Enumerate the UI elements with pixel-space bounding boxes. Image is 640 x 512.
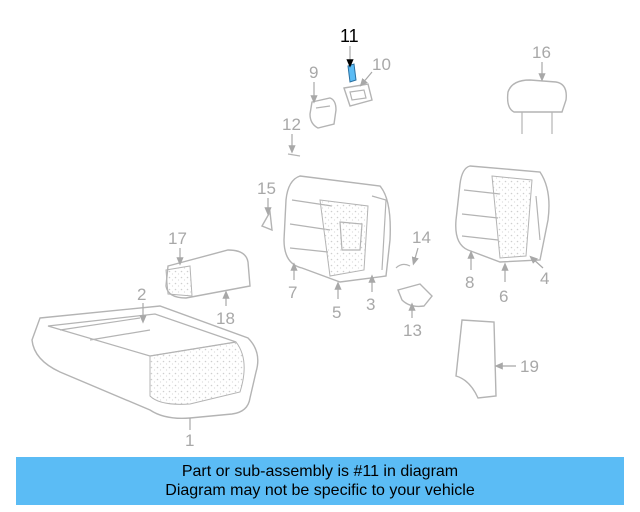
- seat-cushion: [31, 305, 259, 420]
- callout-7: 7: [288, 283, 297, 302]
- left-seat-back: [283, 175, 391, 283]
- seat-parts-diagram: 1 2 3 4 5 6 7 8 9 10 11 12 13 14 15 16 1…: [31, 26, 567, 450]
- callout-9: 9: [309, 63, 318, 82]
- banner-line-1: Part or sub-assembly is #11 in diagram: [181, 463, 459, 480]
- trim-panel: [455, 319, 497, 399]
- callout-13: 13: [403, 321, 422, 340]
- leader-lines: [139, 46, 546, 430]
- pin: [287, 153, 301, 157]
- callout-1: 1: [185, 431, 194, 450]
- armrest: [165, 249, 251, 299]
- callout-15: 15: [257, 179, 276, 198]
- callout-16: 16: [532, 43, 551, 62]
- callout-14: 14: [412, 228, 431, 247]
- callout-8: 8: [465, 273, 474, 292]
- callout-12: 12: [282, 115, 301, 134]
- info-banner: Part or sub-assembly is #11 in diagram D…: [16, 457, 624, 505]
- callout-4: 4: [540, 269, 549, 288]
- callout-10: 10: [372, 55, 391, 74]
- latch: [395, 263, 433, 308]
- callout-17: 17: [168, 229, 187, 248]
- bezel: [343, 83, 373, 107]
- clip: [260, 209, 273, 232]
- callout-11: 11: [340, 26, 359, 46]
- latch-bracket: [309, 97, 337, 129]
- callout-3: 3: [366, 295, 375, 314]
- headrest: [506, 79, 567, 134]
- callout-2: 2: [137, 285, 146, 304]
- callout-19: 19: [520, 357, 539, 376]
- banner-line-2: Diagram may not be specific to your vehi…: [165, 482, 475, 499]
- callout-18: 18: [216, 309, 235, 328]
- highlighted-part-11: [347, 63, 357, 83]
- callout-6: 6: [499, 287, 508, 306]
- right-seat-back: [455, 165, 550, 263]
- callout-5: 5: [332, 303, 341, 322]
